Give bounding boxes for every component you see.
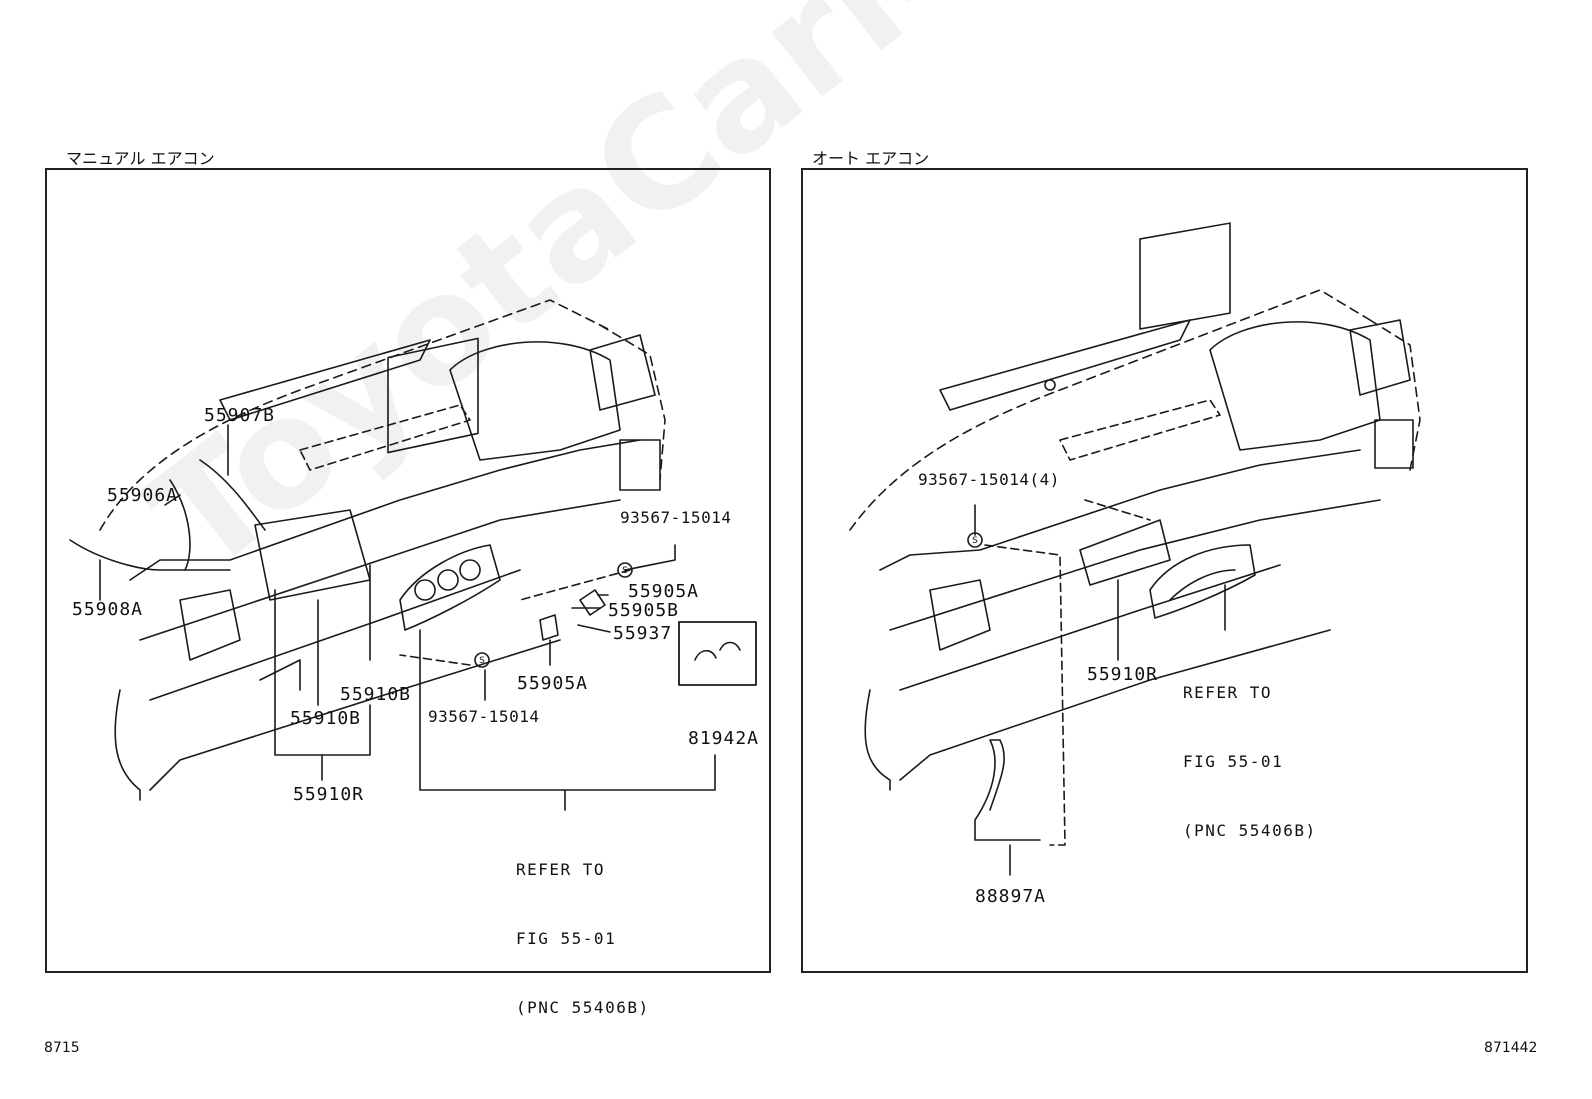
manual-ac-panel [45,168,771,973]
part-label-55906A: 55906A [107,485,179,506]
seal-mark-s: S [622,566,628,576]
part-label-55910B-1: 55910B [340,684,412,705]
auto-ac-panel [801,168,1528,973]
part-label-88897A: 88897A [975,886,1047,907]
manual-ac-title: マニュアル エアコン [66,149,215,168]
refer-line-1: REFER TO [516,860,606,879]
part-label-93567-bottom: 93567-15014 [428,707,540,726]
part-label-55905A-2: 55905A [517,673,589,694]
footer-code-left: 8715 [44,1040,80,1056]
part-label-55905A-1: 55905A [628,581,700,602]
seal-mark-s: S [972,536,978,546]
left-dashboard-drawing [69,299,757,811]
refer-line-3: (PNC 55406B) [1183,821,1317,840]
refer-line-2: FIG 55-01 [1183,752,1284,771]
auto-ac-title: オート エアコン [812,149,930,168]
part-label-93567-4: 93567-15014(4) [918,470,1060,489]
refer-line-2: FIG 55-01 [516,929,617,948]
refer-note-left: REFER TO FIG 55-01 (PNC 55406B) [516,812,650,1042]
footer-code-right: 871442 [1484,1040,1538,1056]
part-label-55908A: 55908A [72,599,144,620]
part-label-55905B: 55905B [608,600,680,621]
part-label-93567-top: 93567-15014 [620,508,732,527]
part-label-81942A: 81942A [688,728,760,749]
part-label-55937: 55937 [613,623,673,644]
refer-note-right: REFER TO FIG 55-01 (PNC 55406B) [1183,635,1317,865]
refer-line-1: REFER TO [1183,683,1273,702]
part-label-55910R-auto: 55910R [1087,664,1159,685]
seal-mark-s: S [479,656,485,666]
right-dashboard-drawing [849,222,1421,876]
refer-line-3: (PNC 55406B) [516,998,650,1017]
part-label-55910R: 55910R [293,784,365,805]
part-label-55910B-2: 55910B [290,708,362,729]
part-label-55907B: 55907B [204,405,276,426]
